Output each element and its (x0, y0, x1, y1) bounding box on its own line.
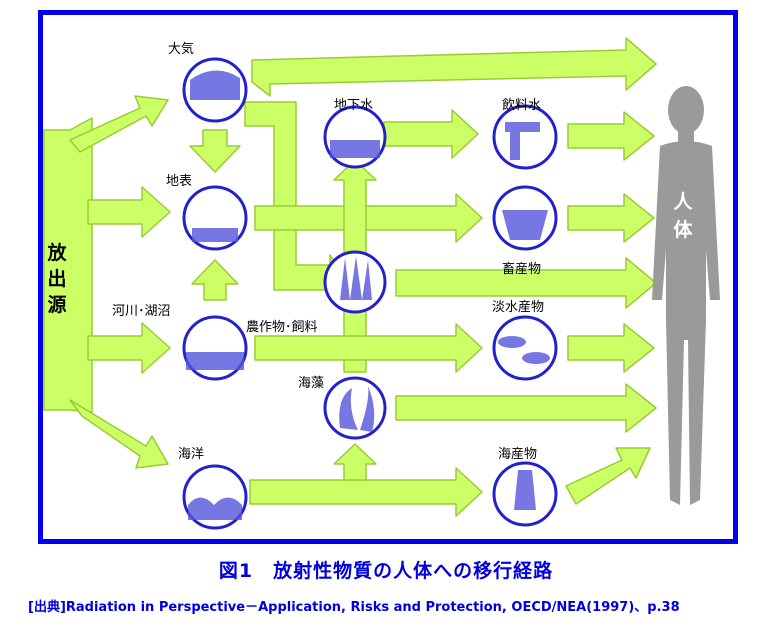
rivers-to-ground-arrow (191, 259, 239, 301)
rivers-to-freshwater-arrow (254, 323, 483, 373)
drinking-label: 飲料水 (502, 98, 542, 113)
freshwater-label: 淡水産物 (492, 300, 545, 315)
fish-icon (492, 315, 558, 381)
ground-to-livestock-arrow (254, 193, 483, 243)
source-to-rivers-arrow (87, 322, 171, 374)
drinking-to-body-arrow (567, 111, 655, 161)
ocean-to-seafood-arrow (249, 467, 483, 517)
ocean-to-seaweed-arrow (333, 443, 377, 481)
human-silhouette-icon (652, 86, 720, 505)
crops-to-body-arrow (395, 257, 657, 309)
seafood-to-body-arrow (565, 447, 651, 505)
source-label: 放出源 (47, 242, 67, 316)
seafood-label: 海産物 (498, 447, 538, 462)
groundwater-label: 地下水 (334, 98, 374, 113)
air-label: 大気 (168, 42, 195, 57)
citation: [出典]Radiation in Perspective－Application… (28, 600, 680, 615)
seaweed-to-body-arrow (395, 383, 657, 433)
ground-label: 地表 (166, 174, 193, 189)
rivers-label: 河川･湖沼 (112, 304, 171, 319)
crops-label: 農作物･飼料 (246, 320, 318, 335)
ocean-label: 海洋 (178, 447, 205, 462)
pathway-diagram (43, 37, 720, 530)
groundwater-to-drinking-arrow (383, 109, 479, 159)
human-body-label: 人体 (673, 191, 693, 241)
source-to-air-arrow (69, 95, 169, 153)
faucet-icon (492, 104, 558, 170)
seaweed-label: 海藻 (298, 376, 325, 391)
figure-caption: 図1 放射性物質の人体への移行経路 (218, 560, 554, 582)
source-to-ocean-arrow (69, 399, 169, 469)
air-to-ground-arrow (189, 129, 241, 173)
livestock-label: 畜産物 (502, 262, 542, 277)
source-to-ground-arrow (87, 186, 171, 238)
livestock-to-body-arrow (567, 193, 655, 243)
source-band (43, 117, 93, 413)
freshwater-to-body-arrow (567, 323, 655, 373)
air-to-body-arrow (251, 37, 657, 97)
